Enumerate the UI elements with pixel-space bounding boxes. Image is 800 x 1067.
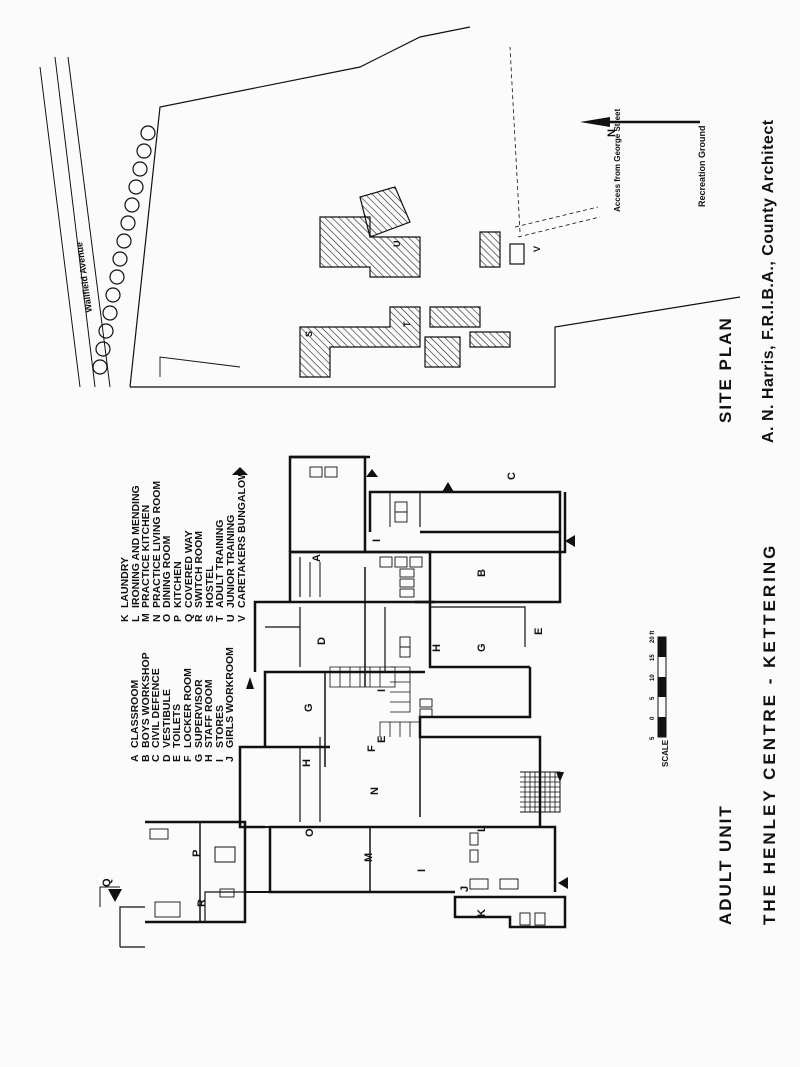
building-label-s: S (304, 331, 314, 337)
room-label-i3: I (416, 869, 428, 872)
room-label-c: C (506, 472, 518, 480)
room-label-k: K (476, 909, 488, 917)
room-label-q: Q (101, 878, 113, 887)
building-label-v: V (532, 246, 542, 252)
scale-tick-2: 5 (650, 696, 656, 700)
room-label-e2: E (376, 736, 388, 743)
floor-plan (232, 455, 575, 929)
room-label-b: B (476, 569, 488, 577)
room-label-r: R (196, 899, 208, 907)
room-label-o: O (304, 828, 316, 837)
room-label-n: N (369, 787, 381, 795)
room-label-a: A (311, 554, 323, 562)
room-label-j: J (459, 886, 471, 892)
scale-tick-0: 5 (650, 736, 656, 740)
building-label-u: U (392, 241, 402, 248)
room-label-l: L (476, 825, 488, 832)
scale-tick-1: 0 (650, 716, 656, 720)
kitchen-wing (99, 820, 270, 948)
room-label-h2: H (431, 644, 443, 652)
recreation-label: Recreation Ground (697, 125, 707, 207)
scale-tick-5: 20 ft (650, 631, 656, 643)
access-label: Access from George Street (613, 109, 622, 212)
scale-label: SCALE (661, 739, 670, 767)
building-label-t: T (402, 321, 412, 327)
room-label-m: M (363, 853, 375, 862)
scale-tick-3: 10 (650, 674, 656, 681)
room-label-e: E (533, 628, 545, 635)
room-labels: A B C D E E F G G H H I I I J K L M N O … (101, 472, 545, 917)
scale-tick-4: 15 (650, 654, 656, 661)
room-label-f: F (366, 745, 378, 752)
room-label-p: P (191, 850, 203, 857)
scale-bar: SCALE 5 0 5 10 15 20 ft (650, 631, 670, 767)
north-label: N (606, 129, 618, 137)
room-label-i: I (376, 689, 388, 692)
road-label: Wallfield Avenue (74, 241, 94, 313)
room-label-g: G (303, 703, 315, 712)
site-plan (39, 26, 741, 388)
room-label-d: D (316, 637, 328, 645)
room-label-g2: G (476, 643, 488, 652)
room-label-i2: I (371, 539, 383, 542)
room-label-h: H (301, 759, 313, 767)
